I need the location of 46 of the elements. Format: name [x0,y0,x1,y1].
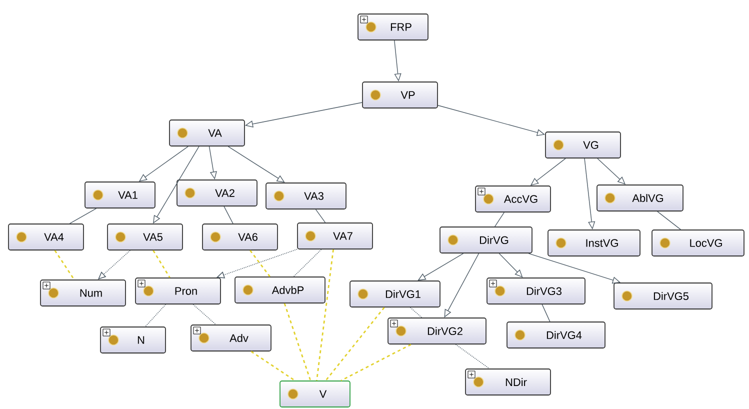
class-box: NDir [465,368,551,396]
class-box: VA2 [176,180,258,206]
class-box: VA5 [107,224,183,250]
class-box: VG [545,132,621,158]
class-box: VA7 [297,222,373,250]
connector-line [542,304,550,322]
class-box: VA4 [8,224,84,250]
class-box: VA3 [266,182,346,210]
class-box: VA1 [84,182,156,208]
connector-line [455,344,490,369]
class-box: AdvbP [234,276,326,304]
class-box: Num [40,280,126,306]
class-box: VA [169,120,245,146]
class-box: DirVG1 [350,280,440,308]
connector-line [315,209,326,223]
connector-line [144,304,166,327]
connector-line [494,212,504,227]
connector-line [250,350,296,382]
class-box: FRP [358,14,428,40]
class-box: VA6 [202,224,278,250]
class-box: AblVG [596,184,684,212]
connector-line [657,211,682,230]
class-box: AccVG [475,186,551,212]
connector-line [224,206,234,224]
class-box: DirVG3 [486,278,586,304]
connector-line [250,250,270,277]
connector-line [54,250,75,280]
connector-line [410,307,422,318]
connector-line [152,250,170,278]
connector-line [340,344,412,382]
class-box: VP [362,82,438,108]
connector-line [284,303,312,381]
connector-line [293,249,322,277]
class-box: DirVG5 [614,282,712,310]
connector-line [69,208,97,224]
class-box: LocVG [652,230,744,256]
class-box: DirVG [440,226,532,254]
class-box: N [100,326,166,354]
connector-line [316,249,334,381]
class-box: DirVG2 [388,318,486,344]
connector-line [192,304,216,325]
class-box: DirVG4 [506,322,606,348]
class-box: Adv [190,324,272,352]
class-box: Pron [135,278,221,304]
class-box: InstVG [548,230,640,256]
class-box: V [280,380,350,408]
